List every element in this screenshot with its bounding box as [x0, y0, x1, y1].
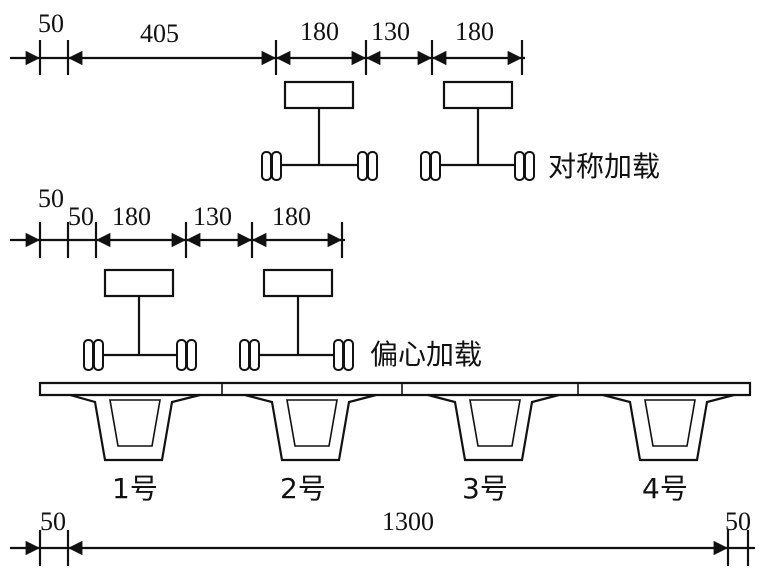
- ecc-dim-4: 130: [193, 202, 232, 231]
- eccentric-loading-label: 偏心加载: [370, 338, 482, 371]
- sym-dim-5: 180: [455, 17, 494, 46]
- bottom-dim-2: 1300: [382, 507, 434, 536]
- sym-truck-2: [420, 80, 535, 181]
- ecc-truck-1: [83, 268, 197, 371]
- symmetric-loading-label: 对称加载: [548, 150, 660, 183]
- sym-dim-2: 405: [140, 19, 179, 48]
- ecc-dim-3: 180: [112, 202, 151, 231]
- bottom-dim-1: 50: [40, 507, 66, 536]
- box-girder-2: [244, 393, 377, 462]
- bridge-deck: [38, 381, 752, 397]
- ecc-dim-1: 50: [38, 184, 64, 213]
- sym-dim-3: 180: [300, 17, 339, 46]
- ecc-dim-2: 50: [68, 202, 94, 231]
- girder-label-1: 1号: [112, 472, 158, 505]
- sym-dim-4: 130: [371, 17, 410, 46]
- sym-truck-1: [261, 80, 378, 181]
- sym-dim-1: 50: [38, 9, 64, 38]
- bottom-dim-3: 50: [725, 507, 751, 536]
- eccentric-dimension-line: [10, 222, 345, 258]
- ecc-dim-5: 180: [272, 202, 311, 231]
- symmetric-dimension-line: [10, 40, 525, 75]
- girder-label-3: 3号: [462, 472, 508, 505]
- box-girder-1: [69, 393, 201, 462]
- girder-label-4: 4号: [642, 472, 688, 505]
- bottom-dimension-line: [10, 530, 755, 566]
- box-girder-3: [427, 393, 560, 462]
- ecc-truck-2: [239, 268, 354, 371]
- girder-label-2: 2号: [280, 472, 326, 505]
- box-girder-4: [602, 393, 735, 462]
